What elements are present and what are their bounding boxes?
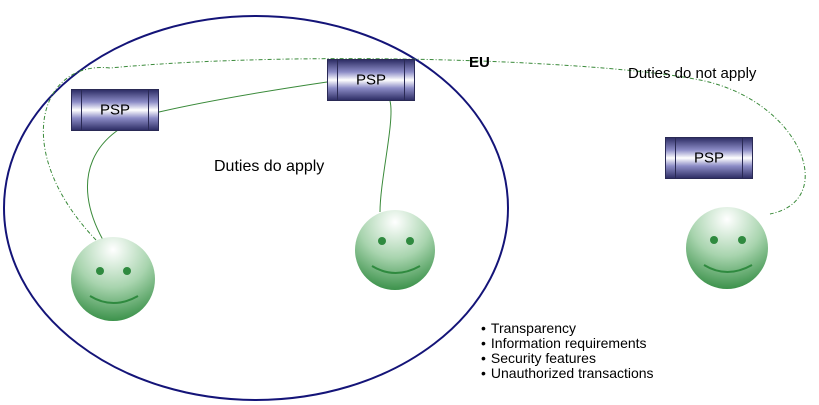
bullet-item: Transparency <box>481 321 654 336</box>
psp-label: PSP <box>693 149 724 167</box>
psp-box-left: PSP <box>71 89 159 131</box>
duties-apply-label: Duties do apply <box>214 158 325 175</box>
duties-not-apply-label: Duties do not apply <box>628 65 757 82</box>
eu-region-label: EU <box>469 54 490 71</box>
bullet-item: Information requirements <box>481 336 654 351</box>
bullet-item: Security features <box>481 351 654 366</box>
connection-line-right <box>379 100 392 213</box>
eu-region-ellipse <box>3 15 509 401</box>
smiley-face-icon <box>71 237 155 321</box>
smiley-face-icon <box>686 207 768 289</box>
psp-box-outside: PSP <box>665 137 753 179</box>
smiley-face-icon <box>355 210 435 290</box>
connection-line-left <box>87 81 328 241</box>
duties-bullet-list: Transparency Information requirements Se… <box>481 321 654 381</box>
bullet-item: Unauthorized transactions <box>481 366 654 381</box>
psp-box-center: PSP <box>327 59 415 101</box>
psp-label: PSP <box>99 101 130 119</box>
psp-label: PSP <box>355 71 386 89</box>
